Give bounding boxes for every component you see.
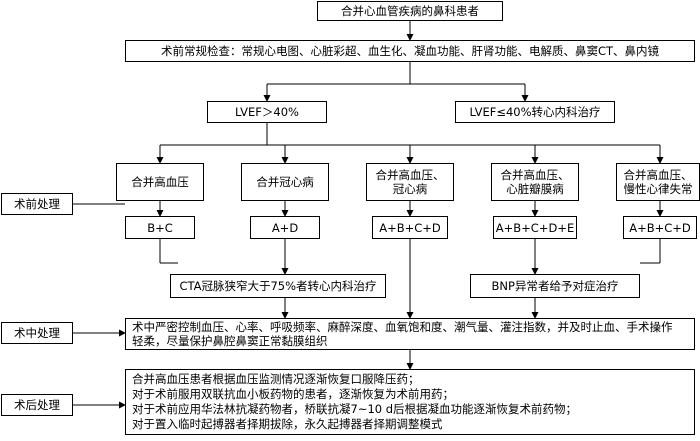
treatment-box: A+B+C+D+E xyxy=(493,216,577,239)
postop-line: 对于术前服用双联抗血小板药物的患者，逐渐恢复为术前用药； xyxy=(132,387,454,401)
condition-box: 合并高血压、 心脏瓣膜病 xyxy=(491,163,579,201)
phase-preop-label: 术前处理 xyxy=(14,197,60,211)
postop-line: 对于置入临时起搏器者择期拔除，永久起搏器者择期调整模式 xyxy=(132,417,443,431)
preop-exam-box: 术前常规检查：常规心电图、心脏彩超、血生化、凝血功能、肝肾功能、电解质、鼻窦CT… xyxy=(125,40,695,62)
bnp-treatment-label: BNP异常者给予对症治疗 xyxy=(491,279,619,293)
phase-intraop-label: 术中处理 xyxy=(14,326,60,340)
condition-line1: 合并高血压 xyxy=(131,175,189,189)
phase-preop-box: 术前处理 xyxy=(1,193,73,215)
condition-line1: 合并高血压、 xyxy=(500,168,570,182)
condition-line1: 合并高血压、 xyxy=(623,168,693,182)
treatment-label: A+B+C+D+E xyxy=(495,220,575,235)
lvef-low-box: LVEF≤40%转心内科治疗 xyxy=(455,101,615,123)
treatment-label: B+C xyxy=(147,220,173,235)
phase-intraop-box: 术中处理 xyxy=(1,322,73,344)
condition-box: 合并高血压、 慢性心律失常 xyxy=(616,163,700,201)
patient-group-box: 合并心血管疾病的鼻科患者 xyxy=(317,1,503,21)
treatment-box: A+D xyxy=(250,216,320,239)
condition-line1: 合并高血压、 xyxy=(375,168,445,182)
condition-box: 合并高血压 xyxy=(116,163,204,201)
postop-line: 合并高血压患者根据血压监测情况逐渐恢复口服降压药； xyxy=(132,372,420,386)
condition-line2: 慢性心律失常 xyxy=(623,182,693,196)
bnp-treatment-box: BNP异常者给予对症治疗 xyxy=(470,274,640,298)
treatment-box: A+B+C+D xyxy=(623,216,697,239)
patient-group-label: 合并心血管疾病的鼻科患者 xyxy=(341,4,479,18)
intraop-box: 术中严密控制血压、心率、呼吸频率、麻醉深度、血氧饱和度、潮气量、灌注指数，并及时… xyxy=(125,318,695,350)
preop-exam-label: 术前常规检查：常规心电图、心脏彩超、血生化、凝血功能、肝肾功能、电解质、鼻窦CT… xyxy=(160,44,660,58)
condition-line1: 合并冠心病 xyxy=(256,175,314,189)
cta-referral-box: CTA冠脉狭窄大于75%者转心内科治疗 xyxy=(170,274,386,298)
lvef-high-label: LVEF＞40% xyxy=(235,105,299,119)
condition-box: 合并高血压、 冠心病 xyxy=(366,163,454,201)
postop-box: 合并高血压患者根据血压监测情况逐渐恢复口服降压药； 对于术前服用双联抗血小板药物… xyxy=(125,369,695,435)
treatment-box: A+B+C+D xyxy=(372,216,448,239)
lvef-low-label: LVEF≤40%转心内科治疗 xyxy=(469,105,601,119)
postop-line: 对于术前应用华法林抗凝药物者，桥联抗凝7~10 d后根据凝血功能逐渐恢复术前药物… xyxy=(132,402,578,416)
condition-box: 合并冠心病 xyxy=(241,163,329,201)
phase-postop-box: 术后处理 xyxy=(1,394,73,416)
condition-line2: 心脏瓣膜病 xyxy=(506,182,564,196)
treatment-box: B+C xyxy=(125,216,195,239)
condition-line2: 冠心病 xyxy=(392,182,428,196)
phase-postop-label: 术后处理 xyxy=(14,398,60,412)
intraop-line: 术中严密控制血压、心率、呼吸频率、麻醉深度、血氧饱和度、潮气量、灌注指数，并及时… xyxy=(132,320,673,334)
cta-referral-label: CTA冠脉狭窄大于75%者转心内科治疗 xyxy=(179,279,377,293)
treatment-label: A+D xyxy=(271,220,299,235)
treatment-label: A+B+C+D xyxy=(629,220,691,235)
intraop-line: 轻柔，尽量保护鼻腔鼻窦正常黏膜组织 xyxy=(132,334,328,348)
treatment-label: A+B+C+D xyxy=(379,220,441,235)
lvef-high-box: LVEF＞40% xyxy=(207,101,327,123)
